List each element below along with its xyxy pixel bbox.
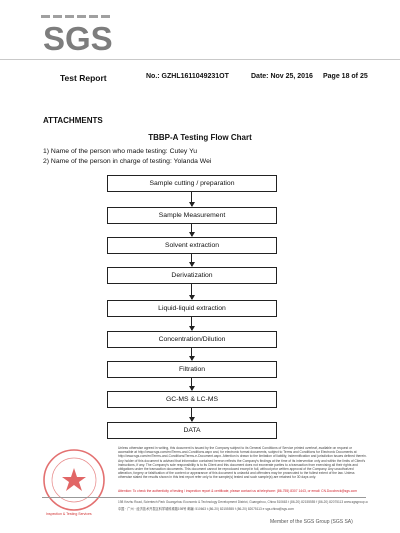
arrow-down-icon (188, 386, 195, 391)
company-seal-stamp (43, 449, 105, 511)
flow-connector (191, 224, 192, 236)
flow-step-filtration: Filtration (107, 361, 277, 378)
arrow-down-icon (188, 356, 195, 361)
flow-step-data: DATA (107, 422, 277, 439)
page-number: Page 18 of 25 (323, 73, 368, 80)
footer-address-en: 198 Kezhu Road, Scientech Park Guangzhou… (118, 500, 368, 504)
footer-disclaimer: Unless otherwise agreed in writing, this… (118, 446, 367, 480)
flow-step-sample-preparation: Sample cutting / preparation (107, 175, 277, 192)
arrow-down-icon (188, 232, 195, 237)
stamp-caption: Inspection & Testing Services (46, 512, 92, 516)
flow-chart-title: TBBP-A Testing Flow Chart (148, 133, 252, 142)
arrow-down-icon (188, 326, 195, 331)
flow-step-solvent-extraction: Solvent extraction (107, 237, 277, 254)
flow-connector (191, 378, 192, 390)
report-number: No.: GZHL1611049231OT (146, 73, 229, 80)
tester-name: 1) Name of the person who made testing: … (43, 148, 198, 155)
flow-step-derivatization: Derivatization (107, 267, 277, 284)
flow-connector (191, 284, 192, 299)
supervisor-name: 2) Name of the person in charge of testi… (43, 158, 212, 165)
report-title: Test Report (60, 73, 107, 83)
sgs-group-membership: Member of the SGS Group (SGS SA) (270, 519, 353, 525)
svg-text:SGS: SGS (43, 20, 113, 57)
flow-step-liquid-liquid-extraction: Liquid-liquid extraction (107, 300, 277, 317)
flow-step-concentration-dilution: Concentration/Dilution (107, 331, 277, 348)
arrow-down-icon (188, 417, 195, 422)
footer-address-cn: 中国 · 广州 · 经济技术开发区科学城科珠路198号 邮编: 510663 t… (118, 507, 294, 511)
flow-step-gc-ms-lc-ms: GC-MS & LC-MS (107, 391, 277, 408)
report-date: Date: Nov 25, 2016 (251, 73, 313, 80)
flow-step-sample-measurement: Sample Measurement (107, 207, 277, 224)
footer-divider (42, 497, 366, 498)
arrow-down-icon (188, 295, 195, 300)
flow-connector (191, 348, 192, 360)
flow-connector (191, 408, 192, 421)
header-divider (0, 59, 400, 60)
footer-authenticity-notice: Attention: To check the authenticity of … (118, 489, 357, 493)
attachments-heading: ATTACHMENTS (43, 116, 103, 125)
flow-connector (191, 192, 192, 206)
arrow-down-icon (188, 262, 195, 267)
flow-connector (191, 254, 192, 266)
arrow-down-icon (188, 202, 195, 207)
flow-connector (191, 317, 192, 330)
sgs-logo: SGS (41, 15, 113, 57)
